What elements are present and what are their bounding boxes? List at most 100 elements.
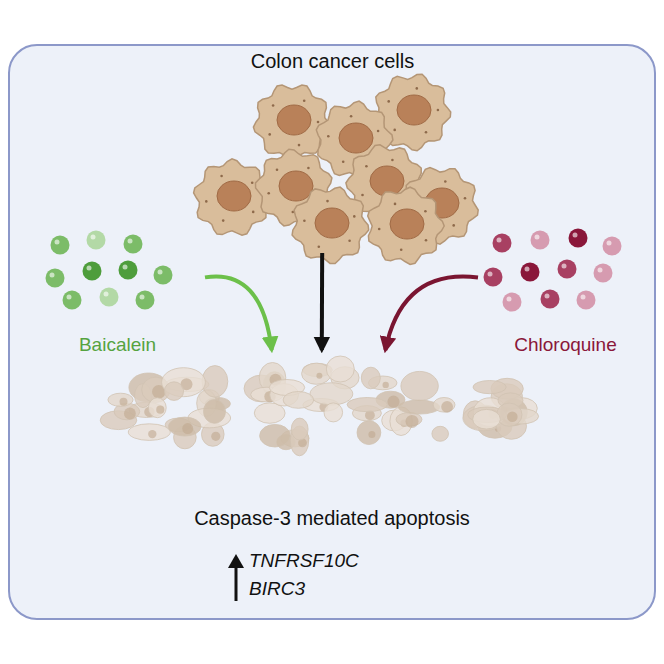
debris-fragment [128,424,170,441]
debris-fragment [204,400,226,424]
cell-granule [252,211,255,214]
particle-highlight [123,265,128,270]
cell-nucleus [277,105,311,135]
particle-highlight [91,235,96,240]
debris-nucleus [156,406,164,414]
particle-highlight [497,238,502,243]
node-label: Chloroquine [510,332,620,358]
debris-nucleus [124,408,136,420]
particle-highlight [50,273,55,278]
debris-fragment [357,421,381,445]
cell-granule [452,224,455,227]
cell-granule [342,161,345,164]
debris-nucleus [182,423,193,434]
cell-granule [222,219,225,222]
debris-fragment [433,398,455,413]
particle-highlight [607,241,612,246]
particle-highlight [573,233,578,238]
arrow-connector [385,276,478,350]
panel-frame [9,45,655,619]
cell-granule [437,109,440,112]
cell-nucleus [315,208,349,238]
cell-body [194,159,271,235]
drug-particle [119,261,138,280]
baicalein-particles [46,231,173,310]
cell-granule [361,194,364,197]
node-label: Colon cancer cells [247,48,418,75]
cell-nucleus [390,209,424,239]
cell-granule [276,169,279,172]
node-label: Baicalein [75,332,160,358]
particle-highlight [598,268,603,273]
particle-highlight [87,266,92,271]
cell-granule [391,159,394,162]
debris-fragment [401,371,438,400]
debris-fragment [310,383,353,405]
debris-fragment [168,417,201,436]
cell-debris [100,356,538,456]
particle-highlight [488,272,493,277]
drug-particle [577,291,596,310]
debris-nucleus [507,411,518,422]
debris-fragment [473,381,506,394]
cell-granule [416,87,419,90]
debris-nucleus [383,382,389,388]
drug-particle [51,236,70,255]
debris-fragment [361,367,380,389]
particle-highlight [507,297,512,302]
cell-granule [303,100,306,103]
cell-granule [393,129,396,132]
particle-highlight [581,295,586,300]
drug-particle [594,264,613,283]
debris-fragment [108,393,133,406]
gene-label: BIRC3 [249,578,305,600]
cancer-cells [194,74,479,264]
debris-nucleus [148,430,156,438]
cell-nucleus [397,95,431,125]
drug-particle [541,290,560,309]
debris-fragment [432,426,449,441]
particle-highlight [545,294,550,299]
debris-nucleus [211,432,220,441]
cell-granule [444,180,447,183]
cell-nucleus [217,181,251,211]
drug-particle [154,266,173,285]
cell-granule [378,228,381,231]
debris-fragment [324,403,343,422]
cell-granule [425,239,428,242]
cell-granule [205,200,208,203]
outcome-region: Caspase-3 mediated apoptosis [100,350,564,532]
drug-particle [136,291,155,310]
cell-granule [268,133,271,136]
drug-particle [83,262,102,281]
cell-cluster: Colon cancer cells [185,48,480,253]
particle-highlight [140,295,145,300]
debris-nucleus [120,398,128,406]
cell-nucleus [339,123,373,153]
debris-nucleus [387,396,399,408]
arrow-connector [320,253,324,350]
drug-particle [603,237,622,256]
debris-fragment [291,418,308,440]
gene-label: TNFRSF10C [249,550,359,572]
cell-granule [377,130,380,133]
particle-highlight [104,292,109,297]
drug-group: Chloroquine [478,228,653,358]
cell-granule [464,197,467,200]
cell-granule [317,121,320,124]
chloroquine-particles [484,229,622,312]
cell-granule [272,104,275,107]
drug-particle [46,269,65,288]
debris-fragment [202,366,228,398]
drug-particle [503,293,522,312]
drug-particle [63,291,82,310]
debris-fragment [148,398,166,418]
cell-granule [400,248,403,251]
cell-body [292,187,369,263]
debris-fragment [497,403,522,426]
drug-particle [100,288,119,307]
cell-granule [348,240,351,243]
drug-particle [521,263,540,282]
particle-highlight [562,264,567,269]
particle-highlight [55,240,60,245]
